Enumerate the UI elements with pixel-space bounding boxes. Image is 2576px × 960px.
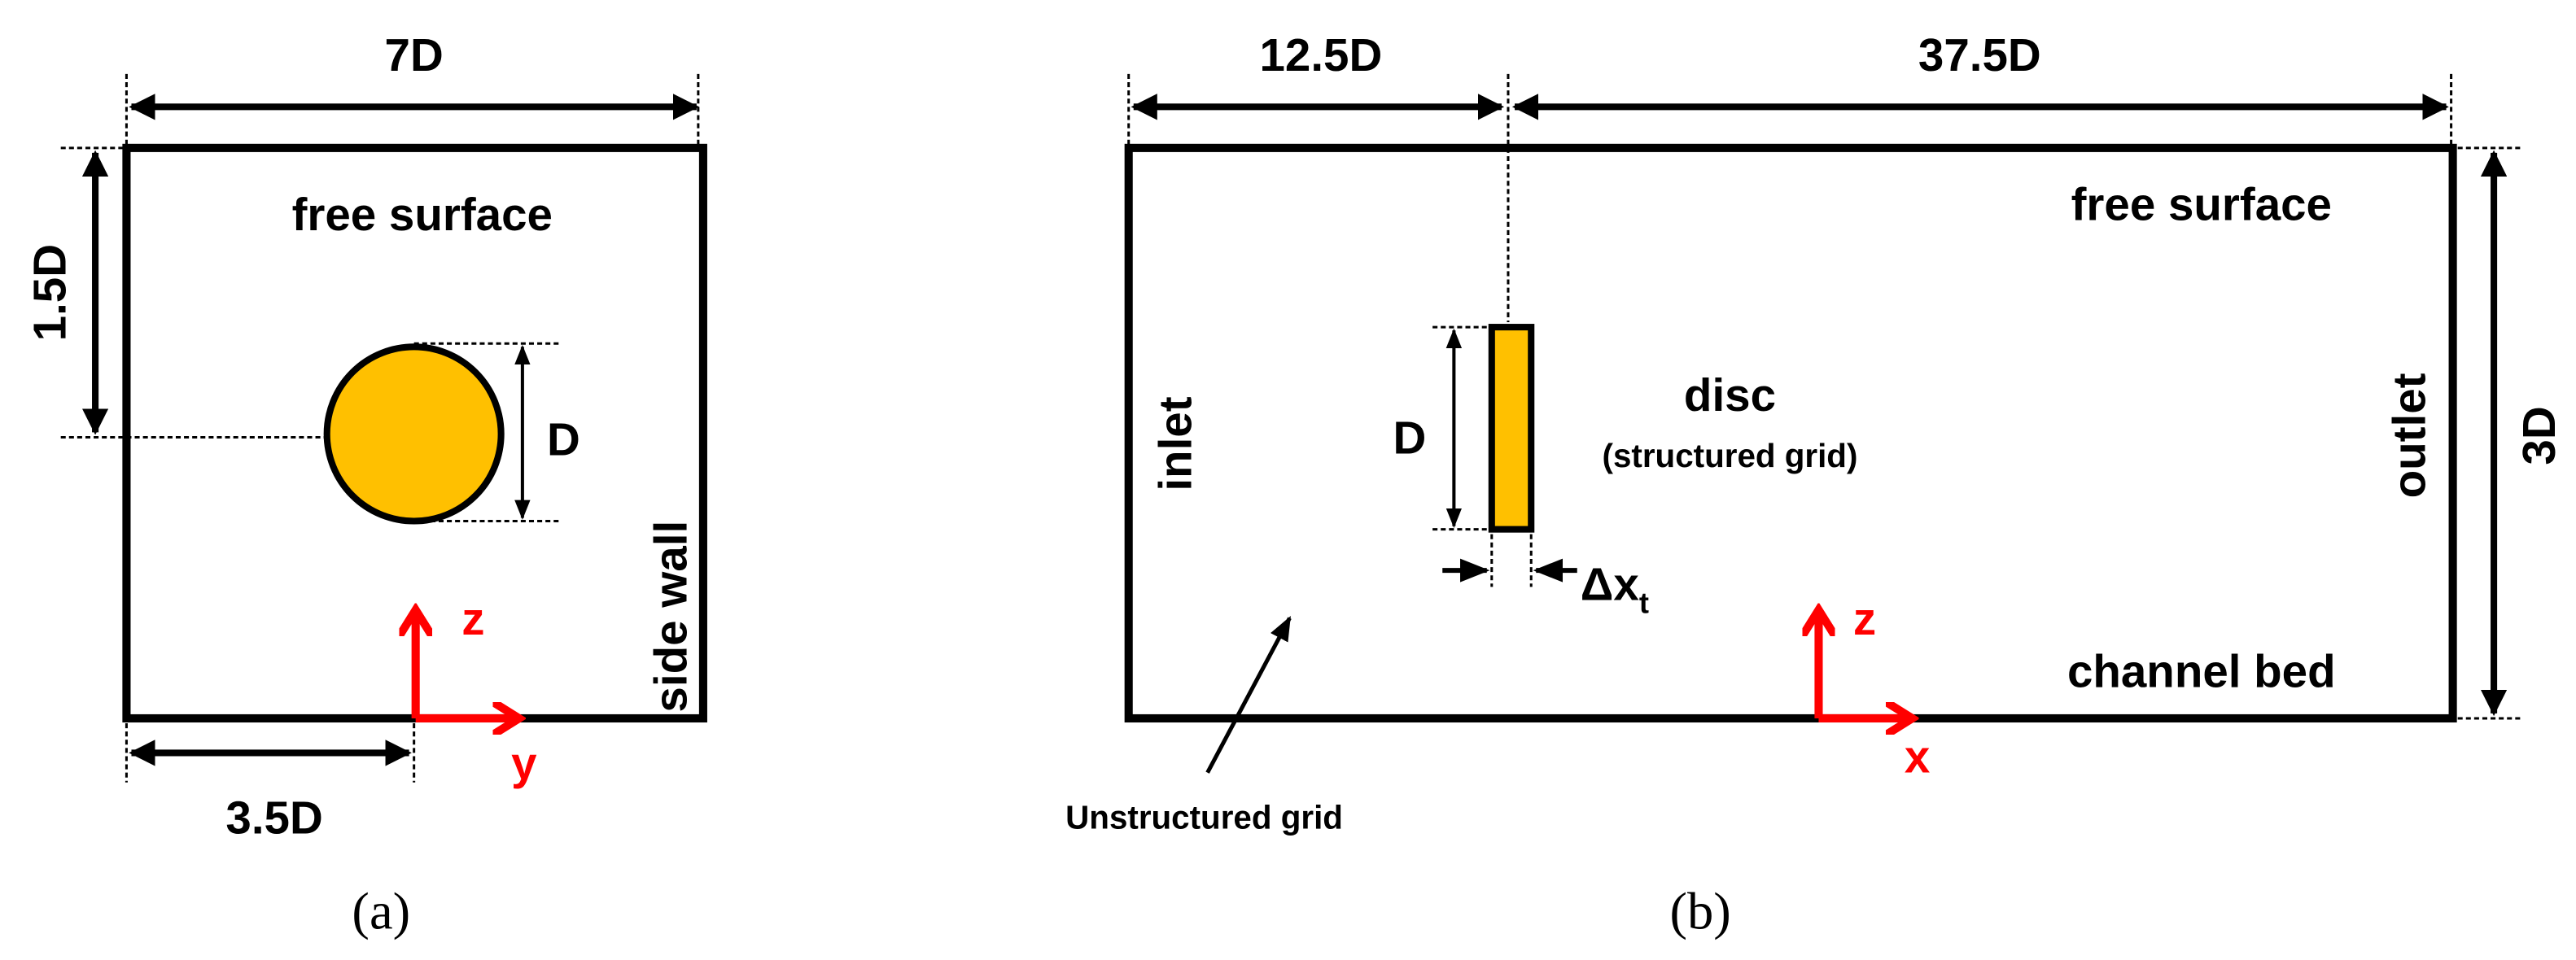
width-label: 7D xyxy=(385,29,444,81)
disc-sublabel: (structured grid) xyxy=(1603,437,1858,474)
unstructured-grid-label: Unstructured grid xyxy=(1065,798,1343,836)
actuator-disc xyxy=(1488,324,1535,533)
axis-triad-xz: z x xyxy=(1818,593,1931,783)
axis-x-label: x xyxy=(1905,731,1931,783)
rotor-disc xyxy=(323,343,505,525)
disc-label: disc xyxy=(1684,369,1776,421)
outlet-label: outlet xyxy=(2383,373,2434,498)
free-surface-label: free surface xyxy=(2071,179,2332,230)
inlet-label: inlet xyxy=(1149,396,1201,491)
height-label: 3D xyxy=(2513,406,2565,465)
channel-bed-label: channel bed xyxy=(2067,646,2336,697)
axis-triad-yz: z y xyxy=(416,593,537,789)
caption-b: (b) xyxy=(1669,882,1730,941)
grid-pointer-arrow xyxy=(1205,616,1292,774)
upstream-label: 12.5D xyxy=(1259,29,1382,81)
guide-lines xyxy=(1127,73,2524,720)
free-surface-label: free surface xyxy=(292,189,553,240)
thickness-label: Δxt xyxy=(1581,558,1649,619)
side-wall-label: side wall xyxy=(645,521,697,713)
downstream-label: 37.5D xyxy=(1918,29,2041,81)
axis-y-label: y xyxy=(511,738,537,789)
offset-label: 3.5D xyxy=(225,792,322,843)
axis-z-label: z xyxy=(1853,593,1876,644)
panel-b: 12.5D 37.5D 3D D Δxt disc (structured gr… xyxy=(1065,29,2565,941)
diameter-label: D xyxy=(1393,412,1426,464)
axis-z-label: z xyxy=(461,593,484,644)
panel-a: 7D 1.5D D free surface side wall z y 3.5… xyxy=(24,29,707,941)
diameter-label: D xyxy=(547,414,580,465)
depth-label: 1.5D xyxy=(24,244,76,341)
caption-a: (a) xyxy=(352,882,410,941)
channel-boundary xyxy=(1124,143,2457,723)
